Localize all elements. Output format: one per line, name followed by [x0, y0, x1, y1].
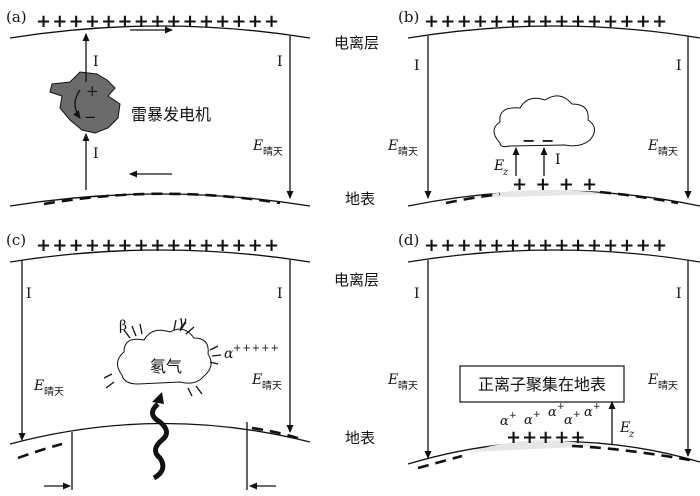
- panel-c-right-field-sub: 晴天: [262, 379, 282, 392]
- panel-a-return-current-label: I: [277, 54, 283, 70]
- panel-b-right-field-sub: 晴天: [658, 145, 678, 158]
- panel-b-left-field-sub: 晴天: [398, 145, 418, 158]
- panel-b-surface-charges-right: [599, 190, 679, 205]
- panel-c-ionosphere-charges: +++++++++++++++: [36, 235, 280, 256]
- panel-a-current-label-bottom: I: [93, 146, 99, 162]
- panel-d-alpha-2: α: [524, 413, 533, 428]
- panel-d-ionosphere-arc: [407, 249, 700, 263]
- panel-b-right-field-label: E: [647, 138, 658, 154]
- panel-d-alpha-2-charge: +: [533, 410, 541, 420]
- panel-d-tag: (d): [398, 231, 419, 249]
- panel-d-alpha-3: α: [548, 405, 557, 420]
- panel-b-cloud-charges: − −: [522, 131, 554, 150]
- panel-b-right-current-label: I: [676, 58, 682, 74]
- panel-a-field-label: E: [252, 138, 263, 154]
- panel-c-left-field-sub: 晴天: [44, 385, 64, 398]
- panel-d-message-text: 正离子聚集在地表: [478, 375, 606, 394]
- panel-c-surface-charges-right: [251, 426, 305, 442]
- panel-c-tag: (c): [6, 231, 26, 249]
- panel-b-tag: (b): [398, 8, 419, 26]
- radon-emission-arrowhead: [152, 392, 164, 404]
- panel-b-left-field-label: E: [387, 138, 398, 154]
- panel-d-ez-label: E: [619, 420, 630, 436]
- radiation-ticks-icon: [103, 319, 222, 397]
- panel-d: (d) +++++++++++++++ +++++ 正离子聚集在地表 α + α…: [387, 231, 700, 470]
- panel-c-surface-charges-left: [17, 442, 63, 460]
- panel-a-field-sub: 晴天: [263, 145, 283, 158]
- label-surface-top: 地表: [345, 190, 375, 208]
- panel-a-ionosphere-arc: [9, 25, 311, 39]
- panel-b-ez-label: E: [493, 158, 504, 174]
- panel-a-tag: (a): [6, 8, 27, 26]
- generator-minus: −: [84, 108, 97, 126]
- panel-c: (c) +++++++++++++++ 氡气 β γ α +++++ I E 晴…: [6, 231, 311, 490]
- panel-d-left-field-sub: 晴天: [398, 379, 418, 392]
- panel-c-ionosphere-arc: [9, 249, 311, 263]
- panel-c-right-current-label: I: [277, 286, 283, 302]
- panel-b-cloud-current-label: I: [555, 152, 561, 168]
- panel-d-alpha-3-charge: +: [557, 402, 565, 412]
- label-ionosphere-top: 电离层: [334, 34, 379, 52]
- generator-label: 雷暴发电机: [131, 105, 211, 124]
- alpha-charges: +++++: [233, 343, 280, 354]
- panel-b-ionosphere-charges: +++++++++++++++: [424, 11, 668, 32]
- panel-d-ground-charges: +++++: [506, 427, 586, 448]
- panel-d-alpha-5: α: [584, 405, 593, 420]
- panel-c-left-current-label: I: [26, 286, 32, 302]
- panel-d-right-current-label: I: [676, 286, 682, 302]
- panel-b: (b) +++++++++++++++ + + + + − − E z I I …: [387, 8, 700, 207]
- generator-plus: +: [86, 82, 99, 100]
- label-ionosphere-bottom: 电离层: [334, 271, 379, 289]
- beta-label: β: [119, 318, 127, 334]
- radon-emission-spiral-icon: [150, 402, 169, 481]
- panel-d-alpha-1-charge: +: [509, 411, 517, 421]
- panel-a-ionosphere-charges: +++++++++++++++: [36, 11, 280, 32]
- thunderstorm-generator-icon: [49, 71, 121, 134]
- panel-b-ground-charges: + + + +: [512, 174, 598, 195]
- panel-d-surface-charges-left: [417, 454, 463, 470]
- panel-a: (a) +++++++++++++++ + − 雷暴发电机 I I I E 晴天: [6, 8, 311, 207]
- panel-d-message-box: [459, 365, 625, 403]
- panel-d-alpha-1: α: [500, 414, 509, 429]
- panel-b-left-current-label: I: [414, 58, 420, 74]
- panel-d-right-field-label: E: [647, 372, 658, 388]
- panel-b-ez-sub: z: [502, 167, 509, 178]
- panel-b-ionosphere-arc: [407, 25, 700, 39]
- generator-rotation-arrow: [73, 89, 81, 119]
- panel-d-ionosphere-charges: +++++++++++++++: [424, 235, 668, 256]
- panel-a-surface-charges: [43, 192, 281, 206]
- panel-a-current-label-top: I: [93, 54, 99, 70]
- panel-d-left-current-label: I: [414, 286, 420, 302]
- alpha-label: α: [224, 346, 234, 362]
- panel-d-alpha-4: α: [564, 413, 573, 428]
- panel-b-surface-charges-left: [445, 192, 501, 205]
- panel-d-alpha-4-charge: +: [573, 410, 581, 420]
- panel-d-left-field-label: E: [387, 372, 398, 388]
- panel-d-alpha-5-charge: +: [593, 402, 601, 412]
- panel-b-surface-shading: [470, 189, 610, 198]
- radon-cloud-icon: [117, 328, 212, 385]
- label-surface-bottom: 地表: [345, 429, 375, 447]
- panel-c-right-field-label: E: [251, 372, 262, 388]
- panel-d-right-field-sub: 晴天: [658, 379, 678, 392]
- panel-d-ez-sub: z: [628, 429, 635, 440]
- panel-b-cloud-icon: [493, 95, 595, 148]
- panel-d-surface-charges-right: [571, 444, 691, 462]
- gamma-label: γ: [178, 314, 187, 330]
- panel-d-surface-shading: [470, 440, 600, 452]
- panel-c-left-field-label: E: [33, 378, 44, 394]
- radon-label: 氡气: [150, 357, 182, 376]
